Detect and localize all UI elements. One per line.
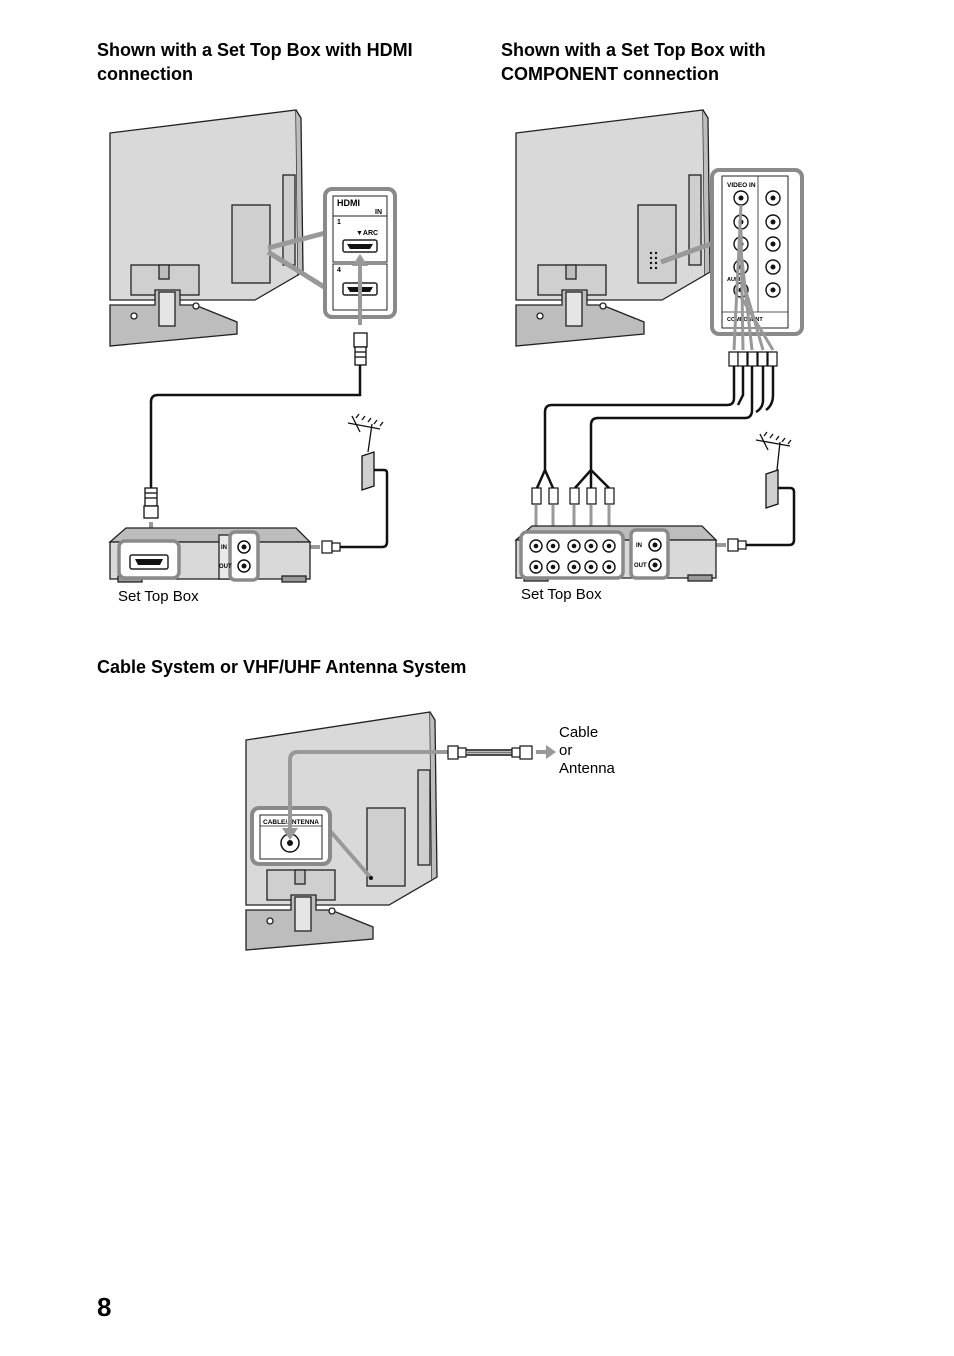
cable-caption-line-3: Antenna [559, 760, 615, 777]
stb-out-label-component: OUT [634, 563, 647, 569]
antenna-component [746, 431, 796, 547]
coax-plug-component [727, 538, 747, 552]
coax-plug-hdmi [321, 540, 341, 554]
hdmi-section-heading: Shown with a Set Top Box with HDMI conne… [97, 40, 413, 84]
hdmi-arc-label: ▼ARC [356, 230, 378, 237]
hdmi-plug-top [353, 332, 368, 366]
cable-diagram: CABLE/ANTENNA [245, 711, 556, 951]
cable-or-antenna-caption: Cable or Antenna [559, 724, 615, 778]
stb-out-label-hdmi: OUT [219, 564, 232, 570]
hdmi-logo: HDMI [337, 198, 360, 208]
hdmi-diagram: HDMI IN 1 ▼ARC 4 [108, 109, 397, 583]
video-in-label: VIDEO IN [727, 182, 756, 189]
rca-plugs-bottom [531, 487, 615, 505]
cable-caption-line-2: or [559, 742, 573, 759]
cable-caption-line-1: Cable [559, 724, 599, 741]
component-label: COMPONENT [727, 317, 763, 323]
hdmi-port-1-number: 1 [337, 219, 341, 226]
stb-rf-callout-component [629, 528, 670, 580]
rca-plugs-top [728, 351, 778, 367]
hdmi-plug-bottom [143, 487, 159, 519]
page-number: 8 [97, 1292, 112, 1322]
antenna-hdmi [340, 413, 389, 549]
cable-section-heading: Cable System or VHF/UHF Antenna System [97, 657, 467, 677]
tv-back-hdmi [109, 109, 304, 347]
stb-in-label-component: IN [636, 543, 642, 549]
set-top-box-caption-hdmi: Set Top Box [118, 588, 199, 605]
hdmi-port-4-number: 4 [337, 267, 341, 274]
component-panel-callout [710, 168, 804, 336]
stb-in-label-hdmi: IN [221, 545, 227, 551]
tv-back-component [515, 109, 711, 347]
component-section-heading: Shown with a Set Top Box with COMPONENT … [501, 40, 766, 84]
coax-cable [447, 745, 533, 760]
component-diagram: VIDEO IN AUDIO COMPONENT [514, 109, 804, 582]
set-top-box-caption-component: Set Top Box [521, 586, 602, 603]
stb-rf-callout-hdmi [228, 530, 260, 582]
hdmi-in-label: IN [375, 209, 382, 216]
